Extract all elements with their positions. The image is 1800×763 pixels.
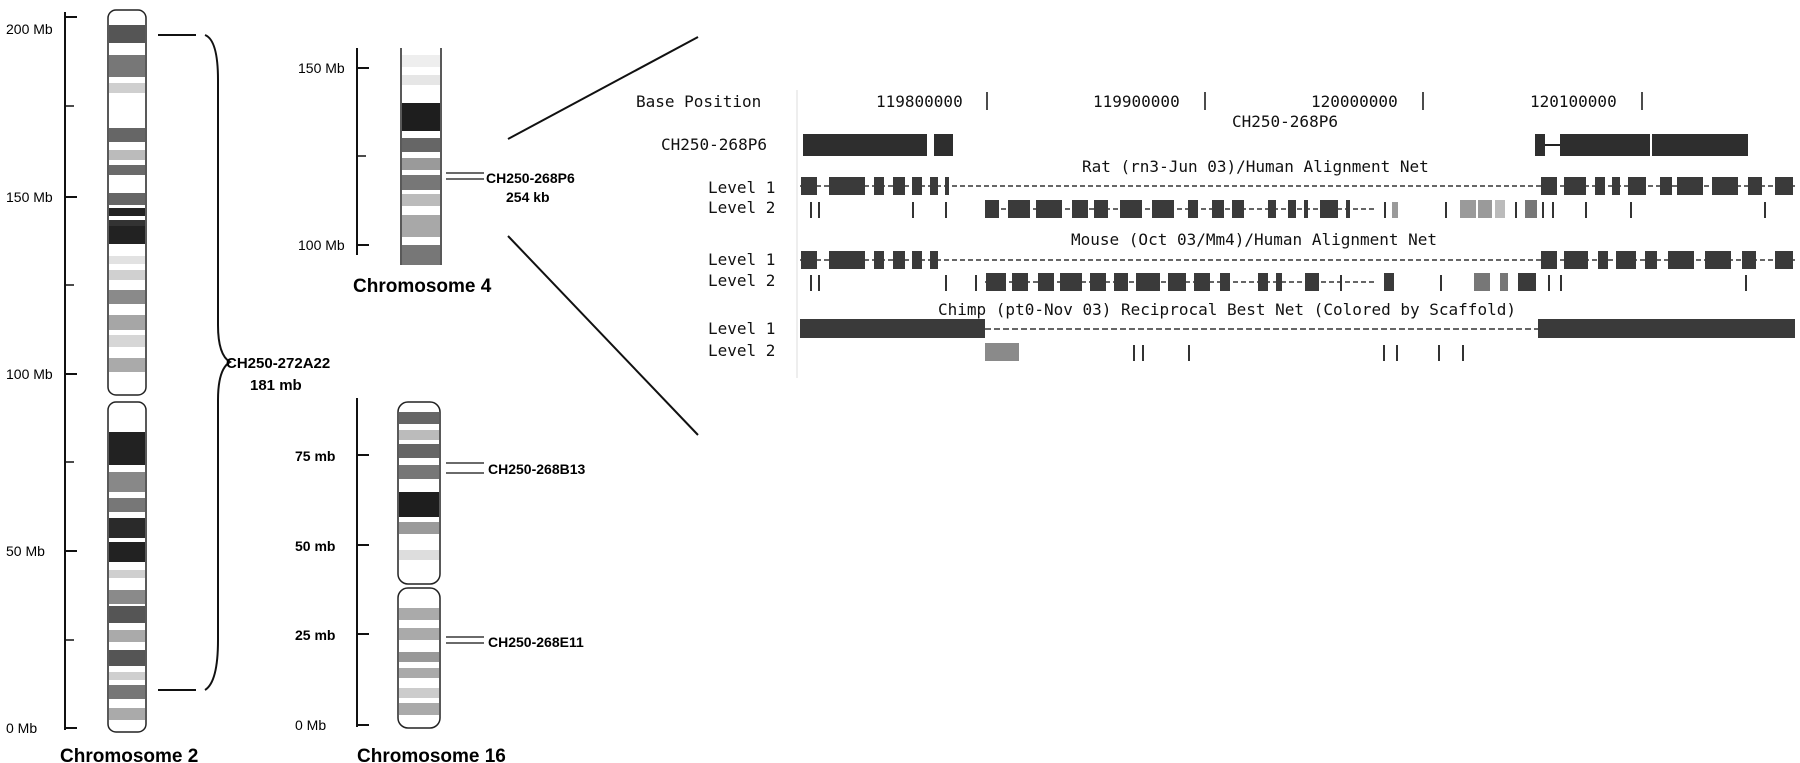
chr2-tick-label-100: 100 Mb (6, 366, 53, 382)
chr16-tick-label-25: 25 mb (295, 627, 335, 643)
chromosome-16-panel: 75 mb 50 mb 25 mb 0 Mb CH250-268B13 (295, 398, 585, 763)
mouse-level1-label: Level 1 (708, 250, 775, 269)
chr2-tick-label-0: 0 Mb (6, 720, 37, 736)
base-position-label: Base Position (636, 92, 761, 111)
chr2-curly-brace (204, 34, 232, 691)
chimp-net-title: Chimp (pt0-Nov 03) Reciprocal Best Net (… (938, 300, 1516, 319)
clone-track-title: CH250-268P6 (1232, 112, 1338, 131)
position-119900000: 119900000 (1093, 92, 1180, 111)
zoom-line-top (507, 36, 699, 140)
chr2-clone-name: CH250-272A22 (226, 355, 330, 372)
clone-track-label: CH250-268P6 (661, 135, 767, 154)
position-120000000: 120000000 (1311, 92, 1398, 111)
chr4-ideogram (400, 48, 442, 265)
chromosome-2-panel: 200 Mb 150 Mb 100 Mb 50 Mb 0 Mb (6, 9, 330, 763)
rat-level2-label: Level 2 (708, 198, 775, 217)
chimp-level1-track (800, 319, 1795, 338)
rat-net-title: Rat (rn3-Jun 03)/Human Alignment Net (1082, 157, 1429, 176)
zoom-line-bottom (507, 235, 699, 436)
chr16-clone-b13: CH250-268B13 (488, 461, 585, 477)
mouse-level2-label: Level 2 (708, 271, 775, 290)
chimp-level2-track (985, 343, 1464, 361)
chr16-tick-label-50: 50 mb (295, 538, 335, 554)
chr2-tick-label-150: 150 Mb (6, 189, 53, 205)
chr4-tick-label-150: 150 Mb (298, 60, 345, 76)
chimp-level1-label: Level 1 (708, 319, 775, 338)
chromosome-4-panel: 150 Mb 100 Mb CH250-268P6 254 kb Chromos… (298, 48, 575, 297)
chr2-lower-arm (107, 401, 147, 733)
chr16-lower-arm (397, 587, 441, 729)
mouse-level1-track (800, 251, 1795, 269)
chr16-tick-label-75: 75 mb (295, 448, 335, 464)
position-120100000: 120100000 (1530, 92, 1617, 111)
chr16-clone-e11: CH250-268E11 (488, 634, 584, 650)
rat-level1-track (800, 177, 1795, 195)
chr4-clone-size: 254 kb (506, 189, 550, 205)
chr16-tick-label-0: 0 Mb (295, 717, 326, 733)
chr2-tick-label-200: 200 Mb (6, 21, 53, 37)
rat-level2-track (810, 200, 1766, 218)
chr16-upper-arm (397, 401, 441, 585)
chr2-title: Chromosome 2 (60, 746, 198, 763)
chr2-tick-label-50: 50 Mb (6, 543, 45, 559)
chimp-level2-label: Level 2 (708, 341, 775, 360)
chr4-clone-name: CH250-268P6 (486, 170, 575, 186)
chr4-tick-label-100: 100 Mb (298, 237, 345, 253)
chr4-title: Chromosome 4 (353, 276, 492, 297)
mouse-net-title: Mouse (Oct 03/Mm4)/Human Alignment Net (1071, 230, 1437, 249)
mouse-level2-track (810, 273, 1747, 291)
chr2-clone-size: 181 mb (250, 377, 302, 394)
rat-level1-label: Level 1 (708, 178, 775, 197)
position-119800000: 119800000 (876, 92, 963, 111)
chr16-title: Chromosome 16 (357, 746, 506, 763)
clone-track (803, 134, 1748, 156)
chr2-upper-arm (107, 9, 147, 396)
genome-browser-panel: Base Position 119800000 119900000 120000… (636, 90, 1795, 378)
